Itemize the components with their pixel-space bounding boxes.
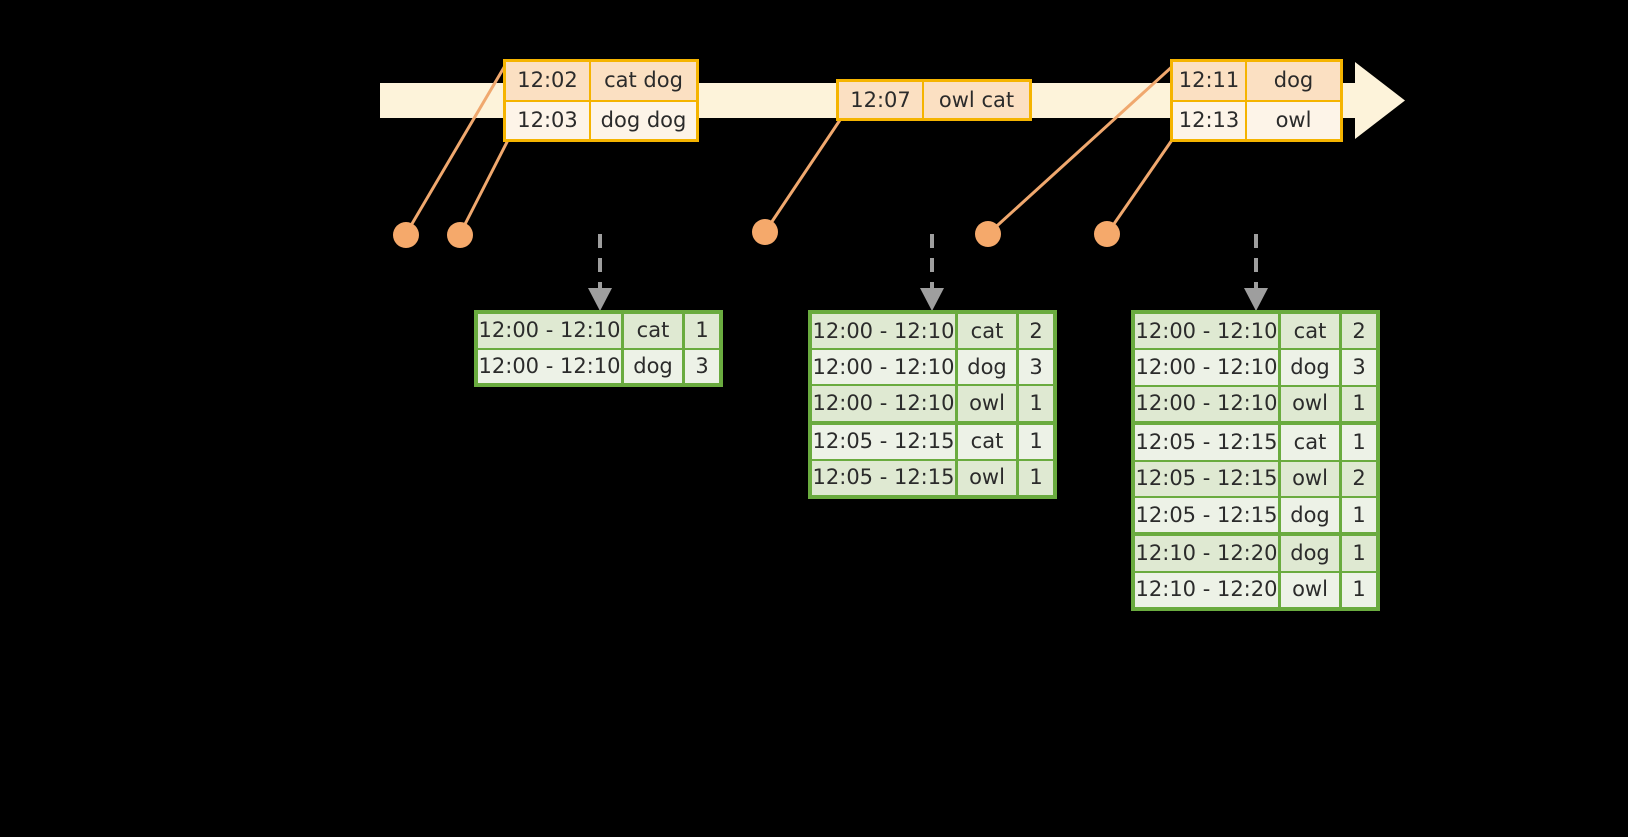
table-row: 12:00 - 12:10 cat 1	[478, 314, 719, 348]
cell-key: cat	[1281, 425, 1342, 460]
event-time: 12:11	[1173, 62, 1247, 100]
table-row: 12:00 - 12:10 dog 3	[812, 348, 1053, 385]
cell-window: 12:00 - 12:10	[1135, 386, 1281, 422]
table-row: 12:05 - 12:15 owl 1	[812, 458, 1053, 496]
cell-window: 12:05 - 12:15	[812, 460, 958, 496]
event-row: 12:02 cat dog	[506, 62, 696, 100]
event-dots	[393, 219, 1120, 248]
cell-window: 12:00 - 12:10	[812, 314, 958, 349]
event-payload: dog dog	[591, 101, 696, 139]
emit-arrowheads	[588, 288, 1268, 311]
cell-key: dog	[1281, 536, 1342, 571]
cell-count: 2	[1342, 314, 1376, 349]
event-time: 12:03	[506, 101, 591, 139]
table-row: 12:05 - 12:15 owl 2	[1135, 459, 1376, 496]
event-row: 12:03 dog dog	[506, 99, 696, 139]
event-dot	[1094, 221, 1120, 247]
event-dot	[447, 222, 473, 248]
event-payload: cat dog	[591, 62, 696, 100]
table-row: 12:00 - 12:10 dog 3	[1135, 348, 1376, 385]
cell-key: owl	[958, 460, 1019, 496]
table-row: 12:10 - 12:20 dog 1	[1135, 532, 1376, 571]
table-row: 12:00 - 12:10 owl 1	[1135, 384, 1376, 422]
cell-count: 1	[1019, 460, 1053, 496]
table-row: 12:05 - 12:15 dog 1	[1135, 495, 1376, 533]
cell-key: cat	[958, 424, 1019, 459]
cell-window: 12:00 - 12:10	[478, 314, 624, 348]
cell-count: 1	[1342, 497, 1376, 533]
cell-window: 12:05 - 12:15	[812, 424, 958, 459]
table-row: 12:00 - 12:10 cat 2	[812, 314, 1053, 349]
cell-key: owl	[958, 386, 1019, 421]
event-group-3[interactable]: 12:11 dog 12:13 owl	[1170, 59, 1343, 142]
cell-window: 12:10 - 12:20	[1135, 572, 1281, 607]
cell-key: dog	[624, 349, 685, 383]
event-payload: owl	[1247, 101, 1340, 139]
event-time: 12:13	[1173, 101, 1247, 139]
cell-key: cat	[624, 314, 685, 348]
event-time: 12:02	[506, 62, 591, 100]
cell-count: 1	[1019, 424, 1053, 459]
cell-key: cat	[1281, 314, 1342, 349]
cell-window: 12:05 - 12:15	[1135, 497, 1281, 533]
event-group-1[interactable]: 12:02 cat dog 12:03 dog dog	[503, 59, 699, 142]
result-table-3[interactable]: 12:00 - 12:10 cat 2 12:00 - 12:10 dog 3 …	[1131, 310, 1380, 611]
cell-count: 2	[1019, 314, 1053, 349]
result-table-1[interactable]: 12:00 - 12:10 cat 1 12:00 - 12:10 dog 3	[474, 310, 723, 387]
cell-key: owl	[1281, 386, 1342, 422]
cell-count: 3	[1019, 350, 1053, 385]
cell-window: 12:10 - 12:20	[1135, 536, 1281, 571]
event-time: 12:07	[839, 82, 924, 118]
event-dot	[752, 219, 778, 245]
cell-count: 1	[1342, 425, 1376, 460]
cell-key: owl	[1281, 572, 1342, 607]
cell-count: 2	[1342, 461, 1376, 496]
cell-count: 1	[1342, 386, 1376, 422]
cell-key: dog	[1281, 497, 1342, 533]
cell-key: dog	[958, 350, 1019, 385]
event-dot	[393, 222, 419, 248]
cell-count: 1	[1342, 536, 1376, 571]
event-row: 12:07 owl cat	[839, 82, 1029, 118]
table-row: 12:00 - 12:10 cat 2	[1135, 314, 1376, 349]
cell-key: owl	[1281, 461, 1342, 496]
table-row: 12:05 - 12:15 cat 1	[812, 420, 1053, 459]
emit-arrows	[598, 234, 1258, 290]
cell-window: 12:00 - 12:10	[812, 350, 958, 385]
cell-window: 12:00 - 12:10	[1135, 314, 1281, 349]
event-group-2[interactable]: 12:07 owl cat	[836, 79, 1032, 121]
cell-window: 12:00 - 12:10	[1135, 350, 1281, 385]
cell-count: 3	[1342, 350, 1376, 385]
event-dot	[975, 221, 1001, 247]
cell-window: 12:05 - 12:15	[1135, 461, 1281, 496]
cell-window: 12:05 - 12:15	[1135, 425, 1281, 460]
table-row: 12:05 - 12:15 cat 1	[1135, 421, 1376, 460]
cell-window: 12:00 - 12:10	[812, 386, 958, 421]
cell-key: dog	[1281, 350, 1342, 385]
table-row: 12:00 - 12:10 dog 3	[478, 347, 719, 383]
table-row: 12:10 - 12:20 owl 1	[1135, 570, 1376, 607]
event-payload: owl cat	[924, 82, 1029, 118]
table-row: 12:00 - 12:10 owl 1	[812, 384, 1053, 421]
cell-count: 1	[685, 314, 719, 348]
cell-count: 1	[1019, 386, 1053, 421]
cell-key: cat	[958, 314, 1019, 349]
event-row: 12:13 owl	[1173, 99, 1340, 139]
cell-count: 3	[685, 349, 719, 383]
event-payload: dog	[1247, 62, 1340, 100]
event-row: 12:11 dog	[1173, 62, 1340, 100]
cell-count: 1	[1342, 572, 1376, 607]
result-table-2[interactable]: 12:00 - 12:10 cat 2 12:00 - 12:10 dog 3 …	[808, 310, 1057, 499]
cell-window: 12:00 - 12:10	[478, 349, 624, 383]
